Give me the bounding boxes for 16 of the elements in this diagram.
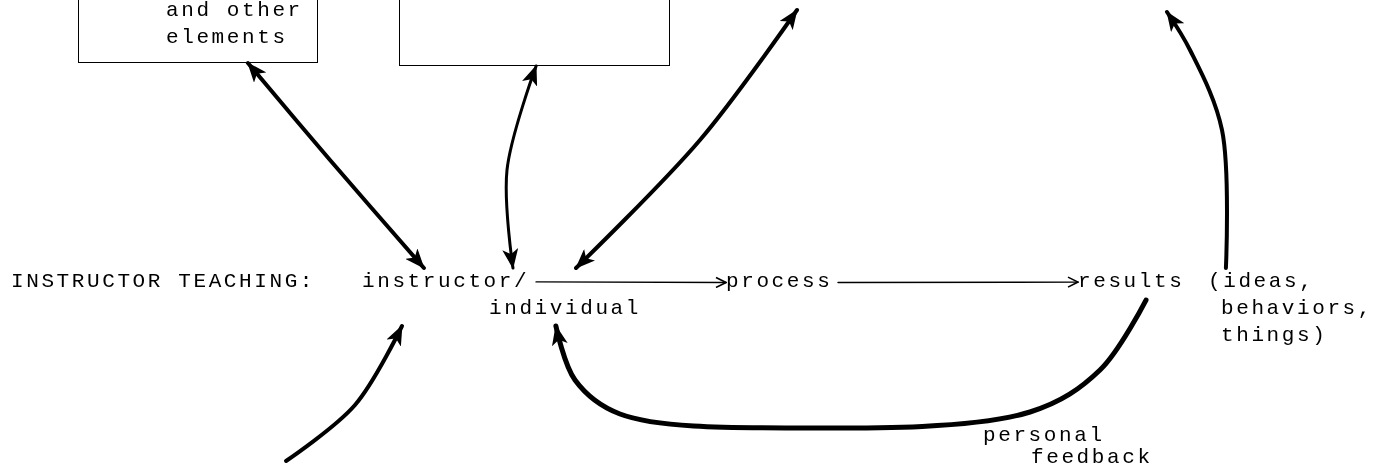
arrow — [574, 8, 799, 270]
arrow — [1165, 10, 1229, 270]
box-text: and other elements — [166, 0, 304, 51]
node-label: instructor/ individual — [362, 269, 643, 322]
arrow — [284, 324, 404, 463]
arrow — [837, 276, 1079, 288]
heading-label: INSTRUCTOR TEACHING: — [11, 269, 316, 295]
node-annotation: (ideas, behaviors, things) — [1208, 269, 1373, 349]
arrow — [245, 61, 426, 270]
empty-box — [399, 0, 670, 66]
text-box — [78, 0, 318, 63]
node-label: process — [726, 269, 834, 295]
node-label: results — [1078, 269, 1186, 295]
arrow — [535, 276, 727, 289]
arrow — [552, 297, 1149, 431]
arrow — [502, 64, 538, 270]
